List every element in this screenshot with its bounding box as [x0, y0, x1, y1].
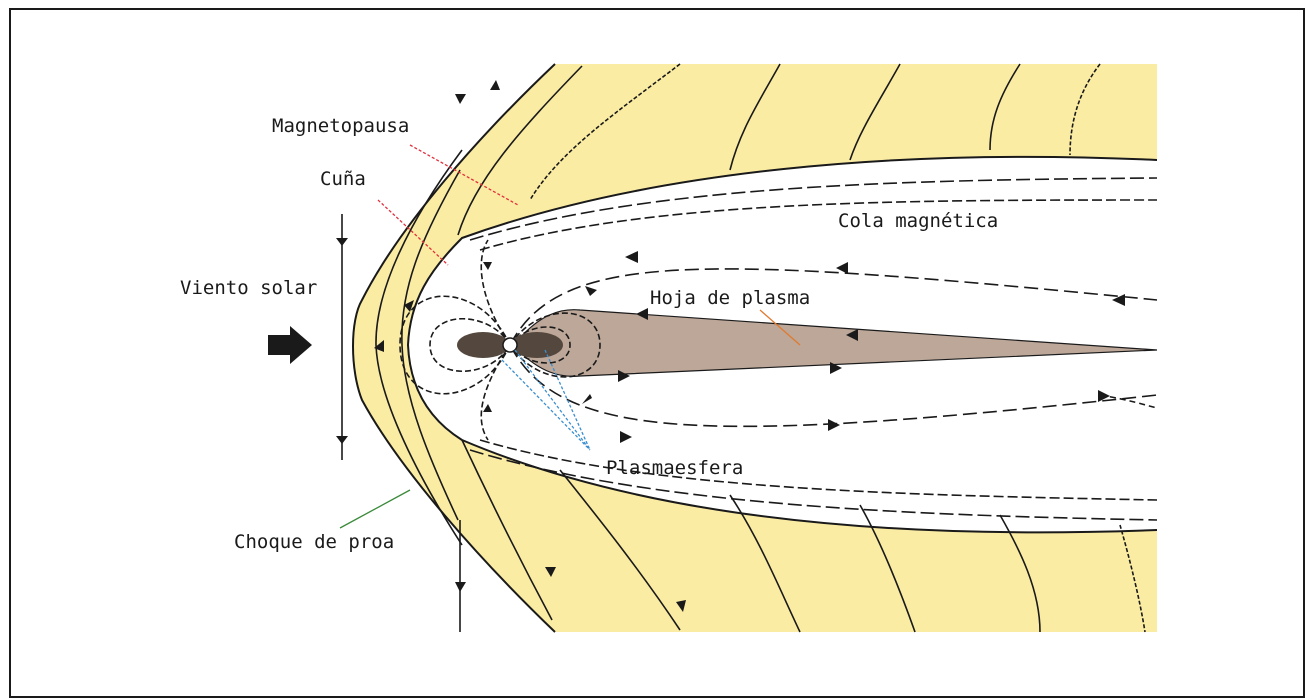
solar-wind-arrow [268, 326, 312, 364]
label-solar-wind: Viento solar [180, 277, 317, 299]
label-bow-shock: Choque de proa [234, 531, 394, 553]
label-wedge: Cuña [320, 168, 366, 190]
label-plasma-sheet: Hoja de plasma [650, 287, 810, 309]
earth [457, 332, 563, 358]
label-magnetopause: Magnetopausa [272, 115, 409, 137]
label-magnetotail: Cola magnética [838, 210, 998, 232]
bow-shock-leader [340, 490, 410, 528]
magnetosphere-diagram: Magnetopausa Cuña Viento solar Cola magn… [0, 0, 1316, 684]
label-plasmasphere: Plasmaesfera [606, 457, 743, 479]
